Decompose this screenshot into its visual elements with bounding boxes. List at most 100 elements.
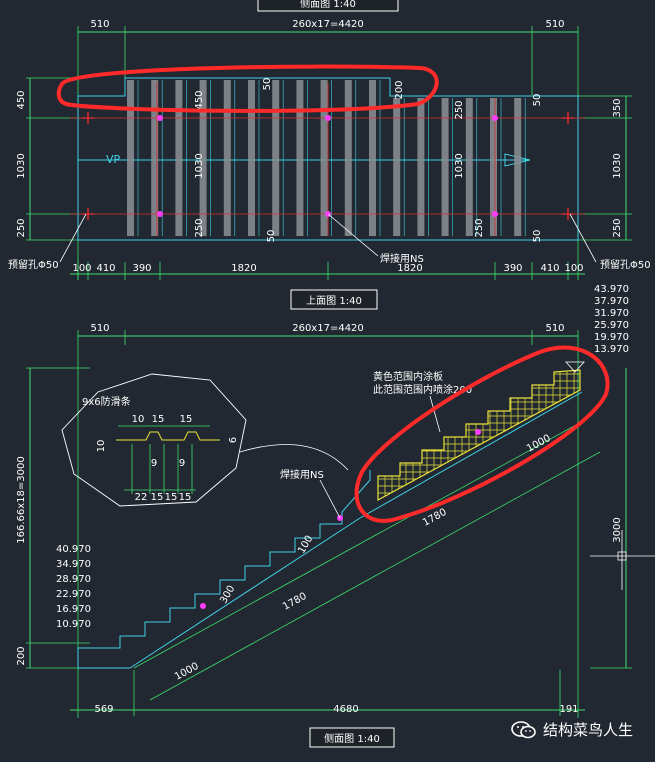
reserved-hole-icons xyxy=(82,112,574,220)
side-view-title: 侧面图 1:40 xyxy=(324,732,380,745)
tread-bar xyxy=(127,80,134,236)
bottom-dim-5: 1820 xyxy=(397,263,422,274)
left-dim-3: 250 xyxy=(16,218,27,237)
right-dim-3: 250 xyxy=(612,218,623,237)
note-yellow-2: 此范围范围内喷涂200 xyxy=(373,383,472,396)
top-view-title-box xyxy=(290,289,378,310)
side-dim-left: 510 xyxy=(90,323,109,334)
stair-profile xyxy=(77,391,583,669)
leader-yellow xyxy=(429,395,441,433)
tread-bar xyxy=(175,80,183,236)
wechat-icon xyxy=(511,720,537,740)
inner-dim-250a: 250 xyxy=(194,218,205,237)
top-dim-left: 510 xyxy=(90,19,109,30)
detail-callout-octagon xyxy=(61,373,247,507)
tread-bar xyxy=(514,98,522,236)
note-weld-top: 焊接用NS xyxy=(380,252,424,265)
inner-dim-50a: 50 xyxy=(262,78,273,91)
plan-treads xyxy=(127,80,526,236)
side-dim-mid: 260x17=4420 xyxy=(292,323,364,334)
weld-marker-icon xyxy=(492,115,498,121)
tread-bar xyxy=(490,98,497,236)
bottom-dim-8: 100 xyxy=(564,263,583,274)
detail-callout-arc xyxy=(239,444,349,471)
slope-dim-2: 1780 xyxy=(281,591,309,613)
tread-bar xyxy=(272,80,280,236)
level-label-top: 25.970 xyxy=(594,320,629,331)
leader-left xyxy=(59,213,87,263)
detail-right-dim: 6 xyxy=(228,437,239,443)
tread-bar xyxy=(223,80,231,236)
level-label-left: 16.970 xyxy=(56,604,91,615)
inner-dim-50d: 50 xyxy=(532,230,543,243)
weld-marker-icon xyxy=(157,115,163,121)
side-dim-200: 200 xyxy=(16,646,27,665)
tread-bar xyxy=(441,98,449,236)
right-dim-2: 1030 xyxy=(612,153,623,178)
right-dim-1: 350 xyxy=(612,98,623,117)
side-dim-right: 510 xyxy=(545,323,564,334)
note-reserved-hole-left: 预留孔Φ50 xyxy=(8,258,59,271)
leader-mid xyxy=(327,213,379,257)
highlight-ellipse-side xyxy=(354,345,610,523)
note-yellow-1: 黄色范围内涂板 xyxy=(373,370,443,383)
small-dim-100: 100 xyxy=(296,534,315,556)
detail-bottom-dim-2: 15 xyxy=(151,492,164,503)
side-bottom-ticks xyxy=(133,670,561,716)
bottom-dim-ticks xyxy=(77,262,569,280)
detail-bottom-dim-3: 15 xyxy=(165,492,178,503)
tread-bar xyxy=(465,98,473,236)
detail-bottom-dim-4: 15 xyxy=(179,492,192,503)
plan-outline xyxy=(77,77,579,241)
bottom-dim-6: 390 xyxy=(503,263,522,274)
highlight-ellipse-top xyxy=(56,64,439,113)
tread-bar xyxy=(417,98,425,236)
tread-bar xyxy=(199,80,207,236)
side-bottom-dim-left: 569 xyxy=(94,704,113,715)
level-label-left: 40.970 xyxy=(56,544,91,555)
level-label-left: 10.970 xyxy=(56,619,91,630)
weld-marker-icon xyxy=(492,211,498,217)
stair-steps-lower xyxy=(77,470,371,668)
note-reserved-hole-right: 预留孔Φ50 xyxy=(600,258,651,271)
tread-bar xyxy=(320,80,328,236)
header-label-box xyxy=(257,0,399,12)
inner-dim-50b: 50 xyxy=(266,230,277,243)
detail-top-dim-3: 15 xyxy=(180,414,193,425)
top-view: 510 260x17=4420 510 450 1030 250 350 103… xyxy=(8,19,651,310)
level-label-top: 13.970 xyxy=(594,344,629,355)
level-label-top: 31.970 xyxy=(594,308,629,319)
watermark: 结构菜鸟人生 xyxy=(511,719,633,740)
leader-right xyxy=(569,213,597,263)
detail-bottom-dim-1: 22 xyxy=(135,492,148,503)
tread-bar xyxy=(248,80,255,236)
slope-dim-line xyxy=(133,419,586,669)
tread-bar xyxy=(296,80,304,236)
bottom-dim-4: 1820 xyxy=(231,263,256,274)
level-triangle-icon xyxy=(565,361,585,373)
slope-dim-line-outer xyxy=(149,451,601,701)
weld-marker-icon xyxy=(157,211,163,217)
detail-top-dim-2: 15 xyxy=(152,414,165,425)
side-left-height: 166.66x18=3000 xyxy=(16,456,27,543)
bottom-dim-3: 390 xyxy=(132,263,151,274)
tread-bar xyxy=(151,80,159,236)
inner-dim-250c: 250 xyxy=(474,218,485,237)
side-view: 510 260x17=4420 510 166.66x18=3000 200 3… xyxy=(16,284,655,748)
level-label-left: 22.970 xyxy=(56,589,91,600)
level-label-top: 37.970 xyxy=(594,296,629,307)
leader-weld-side xyxy=(319,479,341,519)
detail-top-dim-1: 10 xyxy=(132,414,145,425)
bottom-dim-7: 410 xyxy=(540,263,559,274)
side-bottom-dim-right: 191 xyxy=(559,704,578,715)
stair-soffit-lower xyxy=(129,517,361,669)
inner-dim-1030b: 1030 xyxy=(454,153,465,178)
left-dim-1: 450 xyxy=(16,90,27,109)
detail-mid-dim-2: 9 xyxy=(179,458,185,469)
top-dim-right: 510 xyxy=(545,19,564,30)
inner-dim-1030a: 1030 xyxy=(194,153,205,178)
inner-dim-250b: 250 xyxy=(454,100,465,119)
